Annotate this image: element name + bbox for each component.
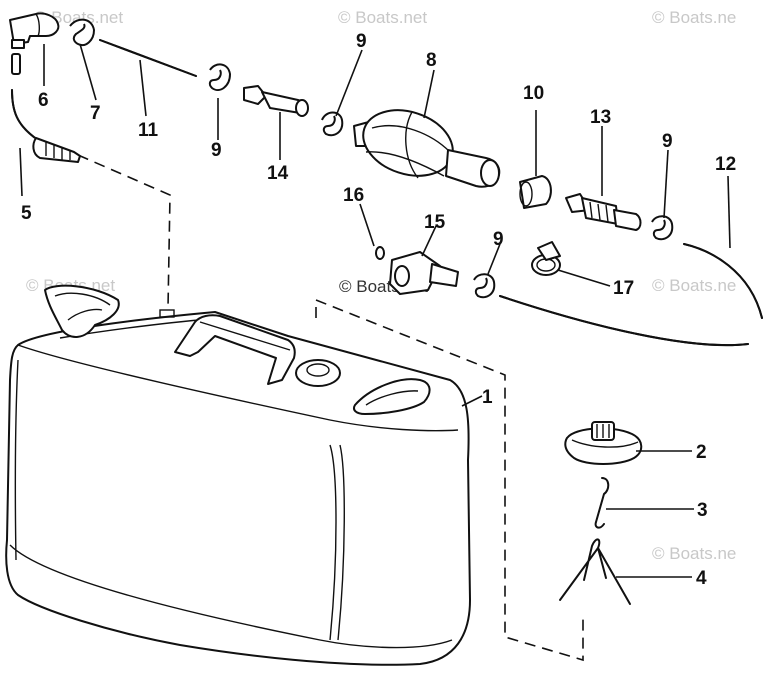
clamp-9-c — [651, 215, 674, 241]
callout-16: 16 — [343, 185, 364, 206]
fill-cap — [564, 421, 643, 465]
watermark-bottom-right: © Boats.ne — [652, 544, 736, 563]
callout-5: 5 — [21, 203, 32, 224]
callout-labels: 1 2 3 4 5 6 7 8 9 9 9 9 10 11 12 13 14 1… — [21, 31, 736, 589]
hook — [594, 477, 610, 529]
clamp-7 — [69, 18, 95, 46]
callout-9-c: 9 — [662, 131, 673, 152]
elbow-fitting — [9, 12, 60, 75]
callout-13: 13 — [590, 107, 611, 128]
o-ring — [375, 246, 385, 260]
callout-4: 4 — [696, 568, 707, 589]
callout-9-d: 9 — [493, 229, 504, 250]
dashed-guides — [77, 154, 584, 662]
collar-10 — [519, 175, 552, 209]
callout-10: 10 — [523, 83, 544, 104]
callout-11: 11 — [138, 120, 159, 141]
callout-2: 2 — [696, 442, 707, 463]
clamp-9-d — [473, 273, 496, 299]
callout-12: 12 — [715, 154, 736, 175]
fitting-15 — [389, 251, 459, 295]
callout-17: 17 — [613, 278, 634, 299]
callout-14: 14 — [267, 163, 289, 184]
wire-stand — [559, 538, 631, 605]
fuel-line-connector — [11, 89, 81, 163]
callout-1: 1 — [482, 387, 493, 408]
callout-9-a: 9 — [356, 31, 367, 52]
watermark-top-right: © Boats.ne — [652, 8, 736, 27]
hose-11 — [99, 39, 197, 77]
primer-bulb — [353, 109, 501, 188]
callout-9-b: 9 — [211, 140, 222, 161]
fuel-tank — [5, 284, 471, 666]
callout-leaders — [19, 43, 731, 578]
connector-14 — [243, 85, 309, 117]
callout-6: 6 — [38, 90, 49, 111]
callout-7: 7 — [90, 103, 101, 124]
callout-8: 8 — [426, 50, 437, 71]
hose-12 — [683, 243, 763, 319]
hose-clamp-17 — [531, 241, 561, 276]
callout-3: 3 — [697, 500, 708, 521]
clamp-9-b — [321, 111, 344, 137]
callout-15: 15 — [424, 212, 446, 233]
clamp-9-a — [208, 63, 231, 92]
watermark-mid-right: © Boats.ne — [652, 276, 736, 295]
check-valve — [565, 193, 642, 231]
long-hose — [499, 295, 749, 347]
watermark-top-center: © Boats.net — [338, 8, 427, 27]
